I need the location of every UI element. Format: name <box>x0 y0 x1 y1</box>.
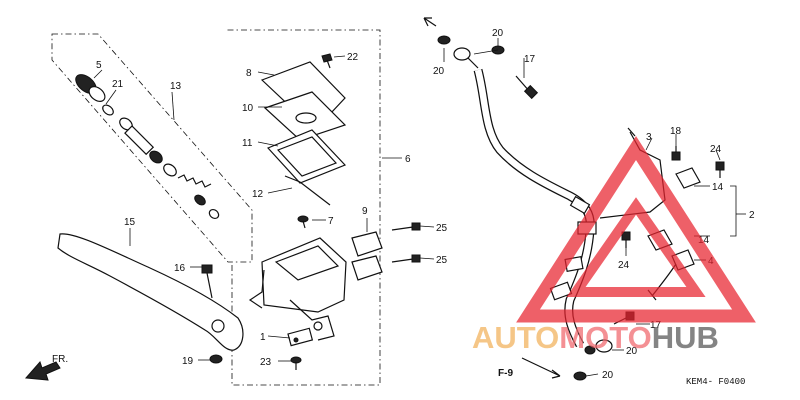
nut-19 <box>209 354 223 364</box>
screw-22 <box>321 53 333 69</box>
part-label-24-right: 24 <box>710 144 722 155</box>
part-label-20-bottom-upper: 20 <box>626 346 638 357</box>
bolt-24-right <box>715 161 725 178</box>
front-marker-label: FR. <box>52 354 68 365</box>
part-label-20-top-right: 20 <box>492 28 504 39</box>
cap-plate-part <box>263 91 347 141</box>
part-label-5: 5 <box>96 60 102 71</box>
part-label-12: 12 <box>252 189 264 200</box>
part-label-3: 3 <box>646 132 652 143</box>
part-label-23: 23 <box>260 357 272 368</box>
screw-7 <box>297 215 309 229</box>
part-label-15: 15 <box>124 217 136 228</box>
washer-20-bottom-upper <box>584 345 596 355</box>
float-part <box>284 175 331 206</box>
part-label-6: 6 <box>405 154 411 165</box>
holder-part <box>351 231 383 281</box>
part-label-16: 16 <box>174 263 186 274</box>
circlip-part <box>102 104 114 116</box>
svg-text:AUTOMOTOHUB: AUTOMOTOHUB <box>472 320 719 355</box>
clamp-14-upper <box>675 167 701 189</box>
part-label-25a: 25 <box>436 223 448 234</box>
top-direction-arrow <box>423 17 437 27</box>
diaphragm-part <box>266 129 347 184</box>
part-label-1: 1 <box>260 332 266 343</box>
part-label-8: 8 <box>246 68 252 79</box>
bolt-18 <box>671 146 681 161</box>
part-label-10: 10 <box>242 103 254 114</box>
part-labels: 5 21 13 8 10 11 12 7 22 6 9 25 25 15 16 … <box>96 28 755 387</box>
part-label-20-top-left: 20 <box>433 66 445 77</box>
part-label-17-bottom: 17 <box>650 320 662 331</box>
part-label-20-bottom-lower: 20 <box>602 370 614 381</box>
pivot-bolt-16 <box>201 264 213 299</box>
washer-20-top-left <box>437 35 451 45</box>
part-label-9: 9 <box>362 206 368 217</box>
watermark-logo: AUTOMOTOHUB <box>472 135 756 355</box>
front-direction-arrow: FR. <box>24 354 68 381</box>
part-label-11: 11 <box>242 138 253 149</box>
reference-arrow <box>521 357 561 379</box>
part-label-7: 7 <box>328 216 334 227</box>
part-label-13: 13 <box>170 81 182 92</box>
part-label-21: 21 <box>112 79 124 90</box>
diagram-code: KEM4- F0400 <box>686 377 745 387</box>
watermark-auto: AUTO <box>472 320 559 355</box>
bolts-25 <box>391 222 421 263</box>
banjo-bolt-17-top <box>515 75 539 100</box>
brake-lever-part <box>57 233 244 351</box>
piston-kit-boundary <box>51 33 253 263</box>
part-label-14-lower: 14 <box>698 235 710 246</box>
watermark-triangle <box>516 135 756 323</box>
watermark-hub: HUB <box>652 320 719 355</box>
master-cylinder-body <box>248 237 347 341</box>
part-label-2: 2 <box>749 210 755 221</box>
part-label-19: 19 <box>182 356 194 367</box>
part-label-22: 22 <box>347 52 359 63</box>
screw-23 <box>290 356 302 370</box>
part-label-14-upper: 14 <box>712 182 724 193</box>
piston-assembly <box>119 117 220 220</box>
bolt-24-left <box>621 231 631 248</box>
washer-20-bottom-lower <box>573 371 587 381</box>
part-label-24-left: 24 <box>618 260 630 271</box>
boot-part <box>75 74 106 102</box>
part-label-25b: 25 <box>436 255 448 266</box>
banjo-fitting-top <box>453 47 479 69</box>
watermark-moto: MOTO <box>559 320 651 355</box>
part-label-17-top: 17 <box>524 54 536 65</box>
reference-label-f9: F-9 <box>498 368 513 379</box>
leader-lines <box>93 38 746 377</box>
part-label-18: 18 <box>670 126 682 137</box>
switch-part <box>287 327 314 347</box>
